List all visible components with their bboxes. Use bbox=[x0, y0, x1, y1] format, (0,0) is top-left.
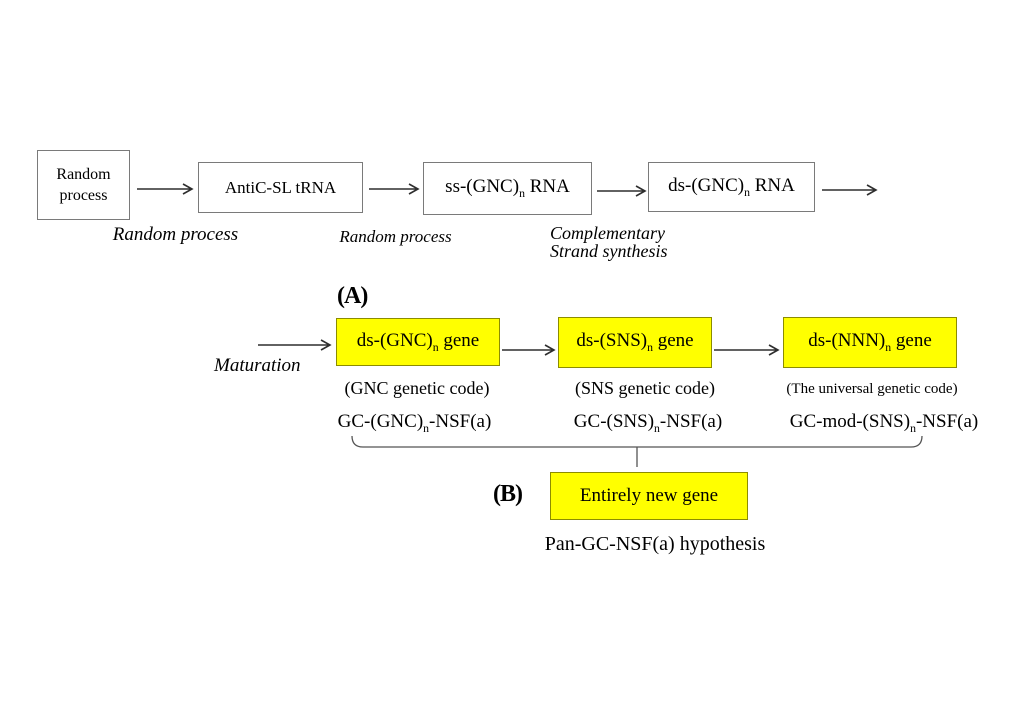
box-ds-nnn-gene-label: ds-(NNN)n gene bbox=[808, 330, 932, 354]
arrow-sns-gene-to-nnn-gene bbox=[714, 344, 780, 356]
arrow-ssgnc-to-dsgnc bbox=[597, 185, 647, 197]
label-maturation: Maturation bbox=[214, 355, 301, 376]
section-a-tag: (A) bbox=[337, 283, 368, 309]
box-ss-gnc-rna-label: ss-(GNC)n RNA bbox=[445, 176, 570, 200]
box-ds-gnc-rna-label: ds-(GNC)n RNA bbox=[668, 174, 795, 199]
arrow-antic-to-ssgnc bbox=[369, 183, 420, 195]
formula-gc-mod-sns-nsf: GC-mod-(SNS)n-NSF(a) bbox=[789, 411, 979, 435]
box-ds-gnc-rna: ds-(GNC)n RNA bbox=[648, 162, 815, 212]
caption-gnc-genetic-code: (GNC genetic code) bbox=[344, 378, 490, 398]
box-ds-sns-gene-label: ds-(SNS)n gene bbox=[576, 330, 694, 354]
formula-gc-sns-nsf: GC-(SNS)n-NSF(a) bbox=[573, 411, 723, 435]
arrow-maturation-to-gnc-gene bbox=[258, 339, 332, 351]
box-ds-gnc-gene: ds-(GNC)n gene bbox=[336, 318, 500, 366]
formula-gc-gnc-nsf: GC-(GNC)n-NSF(a) bbox=[337, 411, 492, 435]
arrow-random-to-antic bbox=[137, 183, 194, 195]
box-ss-gnc-rna: ss-(GNC)n RNA bbox=[423, 162, 592, 215]
box-random-process: Random process bbox=[37, 150, 130, 220]
box-ds-gnc-gene-label: ds-(GNC)n gene bbox=[356, 329, 480, 354]
box-ds-nnn-gene: ds-(NNN)n gene bbox=[783, 317, 957, 368]
caption-sns-genetic-code: (SNS genetic code) bbox=[575, 378, 715, 398]
section-b-tag: (B) bbox=[493, 481, 523, 507]
label-complementary-strand-synthesis: Complementary Strand synthesis bbox=[550, 223, 668, 261]
box-ds-sns-gene: ds-(SNS)n gene bbox=[558, 317, 712, 368]
caption-pan-gc-nsf-hypothesis: Pan-GC-NSF(a) hypothesis bbox=[544, 533, 766, 555]
grouping-bracket bbox=[351, 435, 923, 448]
box-antic-sl-trna: AntiC-SL tRNA bbox=[198, 162, 363, 213]
arrow-gnc-gene-to-sns-gene bbox=[502, 344, 556, 356]
caption-universal-genetic-code: (The universal genetic code) bbox=[786, 381, 958, 397]
box-entirely-new-gene: Entirely new gene bbox=[550, 472, 748, 520]
label-random-process-1: Random process bbox=[112, 224, 239, 245]
arrow-dsgnc-trailing bbox=[822, 184, 878, 196]
label-random-process-2: Random process bbox=[339, 227, 452, 246]
